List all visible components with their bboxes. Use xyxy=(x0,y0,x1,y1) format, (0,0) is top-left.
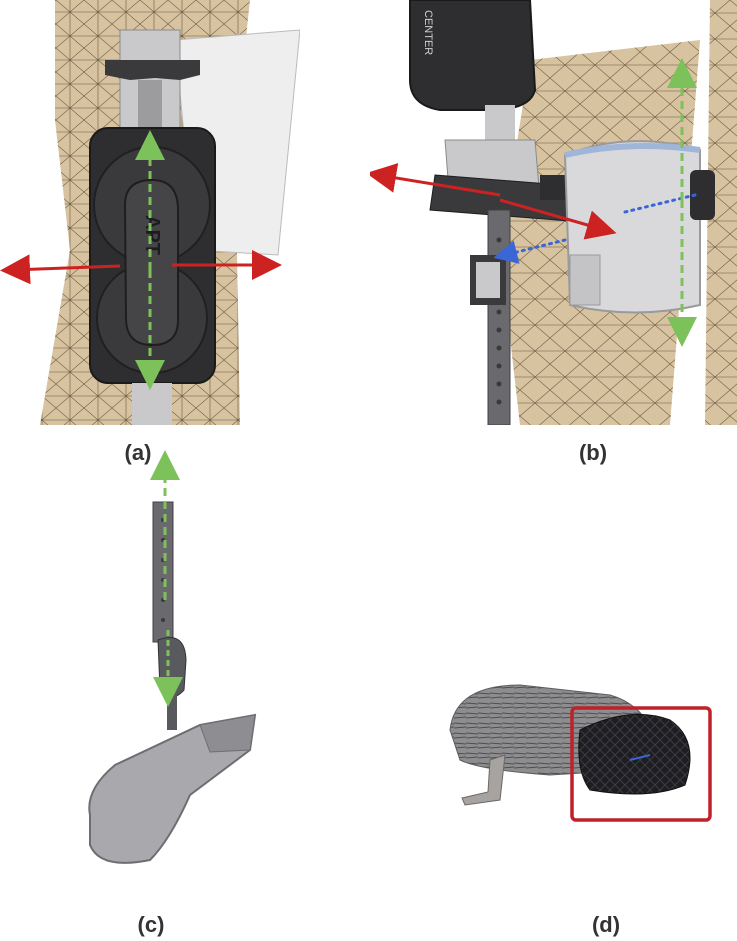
stirrup xyxy=(461,754,506,806)
panel-c-illustration xyxy=(88,450,257,864)
ankle-joint xyxy=(157,637,187,698)
panel-a: APT xyxy=(0,0,300,425)
caption-b: (b) xyxy=(578,440,608,465)
panel-b-illustration: CENTER xyxy=(370,0,737,425)
bottom-clamp xyxy=(132,383,172,425)
panel-c xyxy=(60,450,290,880)
device-label: APT xyxy=(141,215,163,255)
panel-d xyxy=(430,660,730,830)
heel-cup xyxy=(199,714,256,753)
device-label-b: CENTER xyxy=(422,10,434,55)
top-knob xyxy=(105,60,200,80)
rotation-arrow-right xyxy=(499,198,617,240)
panel-a-illustration: APT xyxy=(0,0,300,425)
carbon-insole xyxy=(578,713,691,795)
caption-d: (d) xyxy=(591,912,621,937)
cuff-rod-mount xyxy=(690,170,715,220)
leg-mesh-b-right xyxy=(705,0,737,425)
translation-dots-upper xyxy=(623,193,697,214)
rotation-arrow-left xyxy=(370,163,501,197)
rotation-arrow-left xyxy=(0,254,121,285)
highlight-box xyxy=(570,706,712,822)
panel-d-illustration xyxy=(449,684,712,822)
translation-dots-lower xyxy=(493,238,567,264)
caption-a: (a) xyxy=(124,440,152,465)
cuff-strap xyxy=(569,254,601,306)
caption-c: (c) xyxy=(137,912,165,937)
panel-b: CENTER xyxy=(370,0,737,425)
